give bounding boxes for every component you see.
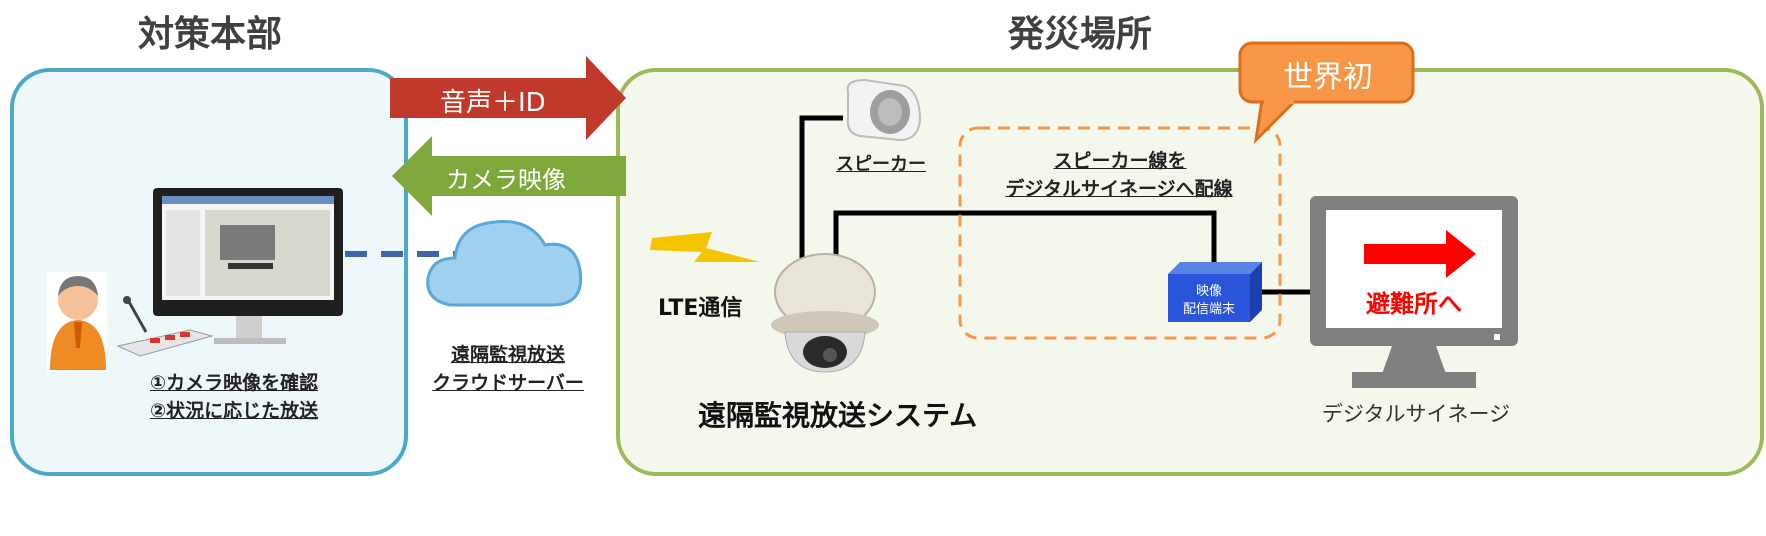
hq-title: 対策本部	[137, 14, 282, 55]
site-title: 発災場所	[1007, 14, 1152, 55]
audio-id-label: 音声＋ID	[440, 88, 546, 118]
cloud-label-line1: 遠隔監視放送	[450, 344, 565, 366]
video-terminal-box	[1168, 262, 1262, 322]
right-arrow-icon	[1364, 230, 1476, 278]
wiring-label-line2: デジタルサイネージへ配線	[1005, 178, 1233, 200]
terminal-label-line2: 配信端末	[1182, 302, 1235, 317]
lte-label: LTE通信	[658, 296, 743, 321]
hq-step-1: ①カメラ映像を確認	[150, 372, 319, 394]
signage-screen-text: 避難所へ	[1366, 290, 1462, 318]
world-first-region	[958, 126, 1282, 340]
system-label: 遠隔監視放送システム	[698, 399, 978, 432]
cloud-icon	[426, 219, 583, 307]
cloud-label-line2: クラウドサーバー	[432, 372, 584, 394]
terminal-label-line1: 映像	[1195, 284, 1222, 299]
signage-monitor-icon	[1310, 196, 1518, 388]
speaker-label: スピーカー	[836, 154, 926, 175]
dome-camera-icon	[771, 253, 879, 373]
camera-speaker-cable	[799, 115, 843, 258]
world-first-label: 世界初	[1283, 60, 1373, 95]
speaker-to-signage-cable	[833, 210, 1217, 270]
hq-monitor-icon	[153, 188, 343, 344]
operator-icon	[47, 272, 107, 372]
wiring-label-line1: スピーカー線を	[1053, 150, 1187, 172]
speaker-icon	[846, 78, 922, 142]
audio-id-arrow	[390, 56, 626, 140]
hq-step-2: ②状況に応じた放送	[150, 400, 319, 422]
lightning-icon	[650, 232, 760, 262]
microphone-console-icon	[116, 296, 214, 357]
camera-video-arrow	[392, 136, 626, 216]
camera-video-label: カメラ映像	[446, 166, 566, 194]
world-first-callout	[1238, 41, 1415, 145]
signage-label: デジタルサイネージ	[1321, 402, 1511, 426]
